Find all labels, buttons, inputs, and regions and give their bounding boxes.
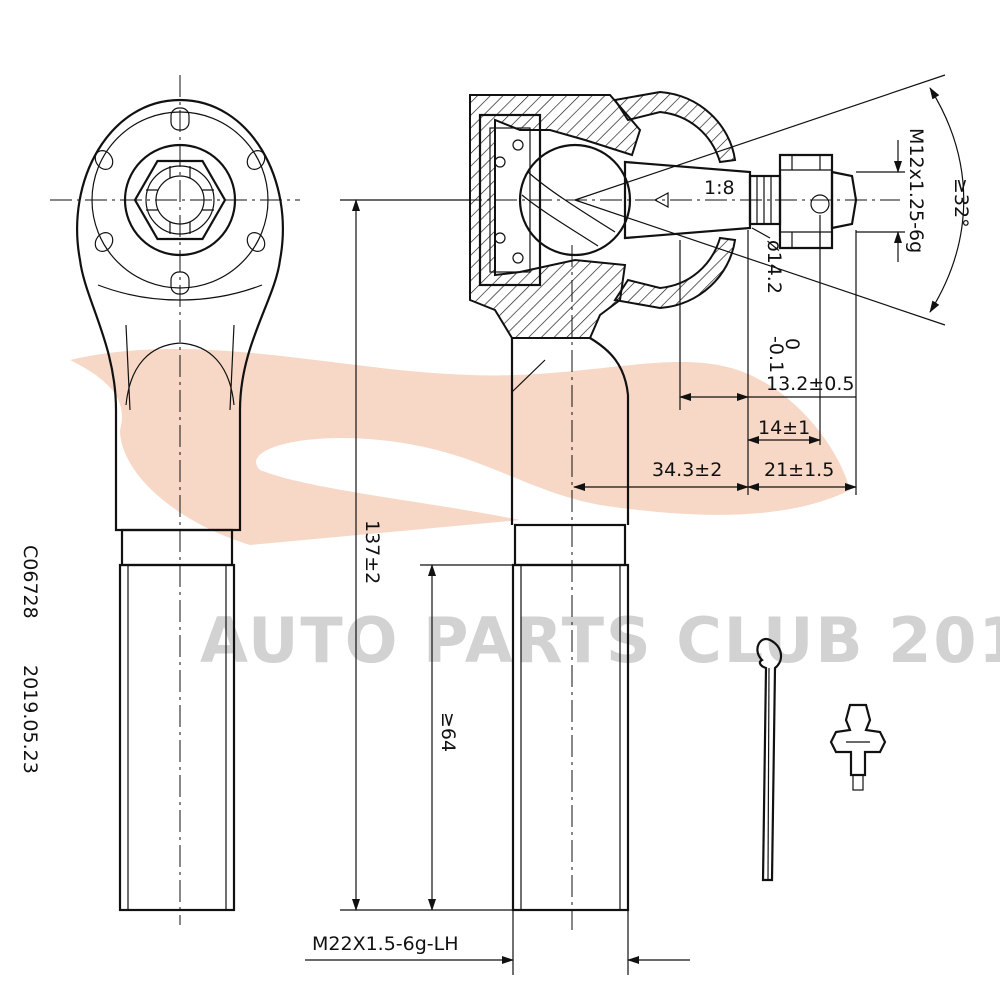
diameter-tol-lower: -0.1 — [765, 336, 787, 373]
front-view-hole-3 — [94, 232, 114, 252]
section-view-nut-slots — [780, 155, 832, 248]
angle-ray-upper — [574, 74, 946, 201]
section-view-housing — [469, 94, 642, 339]
front-view-nut-slots — [146, 166, 214, 234]
cotter-pin — [756, 637, 783, 882]
section-view-stud-threads — [756, 176, 772, 224]
drawing-date-label: 2019.05.23 — [19, 665, 41, 774]
section-view-dust-boot-lower — [613, 236, 737, 310]
front-view-neck-lines — [125, 324, 235, 411]
section-view: 1:8 — [460, 90, 900, 930]
front-view-hole-1 — [94, 150, 114, 170]
dim-21-label: 21±1.5 — [764, 459, 834, 481]
diameter-tol-upper: 0 — [781, 338, 803, 350]
section-view-shank-collar — [513, 523, 627, 567]
dim-137-label: 137±2 — [361, 520, 383, 584]
dim-34-3-label: 34.3±2 — [652, 459, 722, 481]
front-view-stud-end — [155, 175, 205, 225]
dimension-lines: ≥32° M12x1.25-6g ø14.2 0 -0.1 13.2±0.5 1… — [305, 74, 972, 975]
section-view-threaded-shank — [511, 563, 630, 912]
section-view-taper-arrow-icon — [653, 191, 669, 209]
front-view-flange-edge — [97, 284, 263, 301]
angle-arc — [929, 87, 965, 313]
section-view-castle-nut — [778, 153, 834, 250]
section-view-seat-frame — [478, 113, 542, 287]
cotter-pin-split — [767, 667, 770, 881]
watermark-text: AUTO PARTS CLUB 2018 — [200, 604, 1000, 677]
front-view-neck-contour — [125, 342, 235, 406]
watermark-swoosh — [70, 348, 850, 545]
front-view-nut-inner — [145, 165, 215, 235]
taper-label: 1:8 — [704, 177, 735, 199]
front-view-hole-4 — [246, 232, 266, 252]
front-view-slot-top — [170, 107, 190, 131]
section-view-ball — [518, 143, 632, 257]
diameter-leader — [751, 227, 771, 239]
section-view-stud-tip — [830, 170, 858, 230]
grease-nipple — [829, 703, 887, 791]
section-view-tapered-stud — [623, 160, 752, 240]
angle-ray-lower — [574, 199, 946, 326]
front-view-shank-collar — [120, 528, 234, 567]
section-view-ball-groove-2 — [521, 194, 599, 247]
grease-nipple-thread — [852, 774, 864, 791]
front-view-housing-outline — [76, 98, 284, 532]
thread-shank-label: M22X1.5-6g-LH — [312, 933, 459, 955]
section-view-neck-edge — [511, 359, 546, 393]
front-view-flange-circle — [91, 111, 269, 289]
front-view-threaded-shank — [118, 563, 236, 912]
diameter-label: ø14.2 — [763, 240, 785, 294]
section-view-neck-outline — [510, 337, 630, 525]
front-view-nut-washer — [123, 143, 237, 257]
angle-label: ≥32° — [950, 178, 972, 228]
section-view-ball-groove — [527, 171, 616, 233]
section-view-ball-bearing-4 — [512, 252, 524, 264]
cotter-pin-icon — [756, 637, 783, 882]
part-code-label: C06728 — [19, 545, 41, 619]
front-view-hole-2 — [246, 150, 266, 170]
grease-nipple-icon — [829, 703, 887, 777]
section-view-ball-bearing-3 — [512, 139, 524, 151]
section-view-seat-insert — [489, 127, 531, 273]
watermark: AUTO PARTS CLUB 2018 — [70, 348, 1000, 677]
thread-stud-label: M12x1.25-6g — [905, 128, 927, 253]
section-view-dust-boot-upper — [613, 90, 737, 164]
front-view — [50, 75, 300, 925]
section-view-ball-bearing-2 — [494, 232, 506, 244]
front-view-slot-bottom — [170, 271, 190, 295]
dim-14-label: 14±1 — [758, 417, 810, 439]
dim-64-label: ≥64 — [437, 712, 459, 752]
section-view-cotter-hole — [810, 194, 830, 214]
front-view-castle-nut — [133, 159, 227, 241]
dim-13-2-label: 13.2±0.5 — [766, 373, 854, 395]
section-view-ball-bearing-1 — [494, 156, 506, 168]
